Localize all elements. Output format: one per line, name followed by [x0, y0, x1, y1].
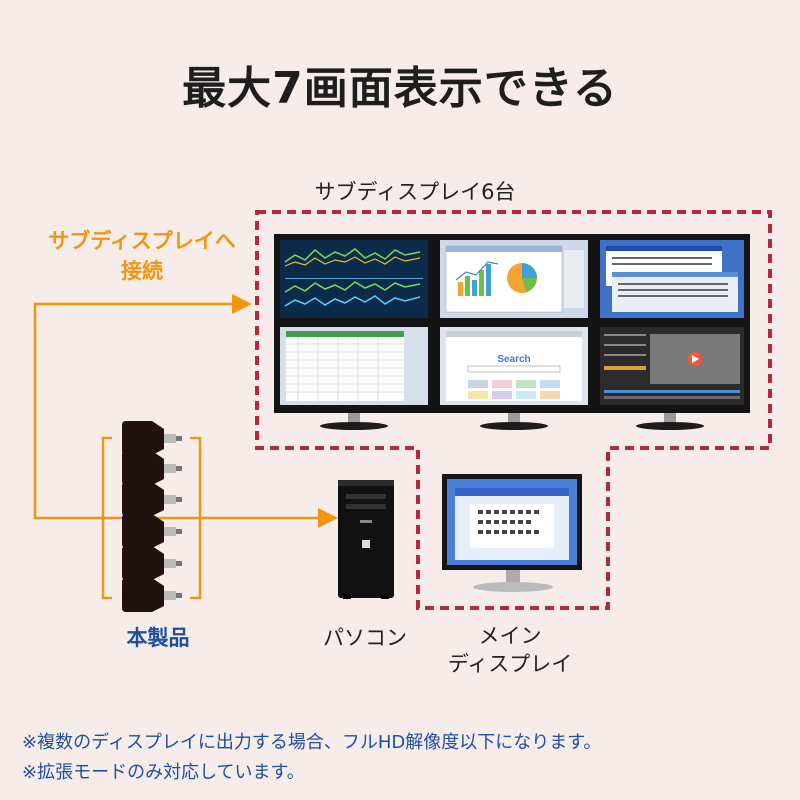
sub-display-group-outline — [255, 210, 772, 610]
screen-spreadsheet — [280, 327, 428, 405]
page-title: 最大7画面表示できる — [182, 63, 618, 114]
product-label: 本製品 — [126, 626, 190, 650]
main-display-label-line1: メイン — [478, 624, 542, 648]
main-display-label-line2: ディスプレイ — [447, 652, 573, 676]
note-resolution: ※複数のディスプレイに出力する場合、フルHD解像度以下になります。 — [22, 732, 602, 753]
adapter-icon — [122, 421, 182, 612]
search-word: Search — [497, 354, 530, 365]
note-extended-mode: ※拡張モードのみ対応しています。 — [22, 762, 305, 783]
connection-label-line1: サブディスプレイへ — [48, 229, 236, 253]
main-display-monitor — [442, 474, 582, 592]
arrow-right-icon — [232, 294, 252, 314]
connection-label: サブディスプレイへ 接続 — [22, 226, 262, 286]
sub-display-caption: サブディスプレイ6台 — [314, 180, 516, 204]
connection-label-line2: 接続 — [121, 259, 163, 283]
screen-stock-charts — [280, 240, 428, 318]
screen-presentation — [440, 240, 588, 318]
screen-video-editor — [600, 327, 744, 405]
main-display-label: メイン ディスプレイ — [410, 622, 610, 678]
pc-tower-icon — [338, 480, 394, 599]
screen-windows — [600, 240, 744, 318]
adapter-bracket — [101, 436, 202, 600]
pc-label: パソコン — [323, 626, 407, 650]
arrow-right-icon — [318, 508, 338, 528]
screen-search: Search — [440, 327, 588, 405]
sub-display-monitors: Search — [274, 234, 750, 430]
